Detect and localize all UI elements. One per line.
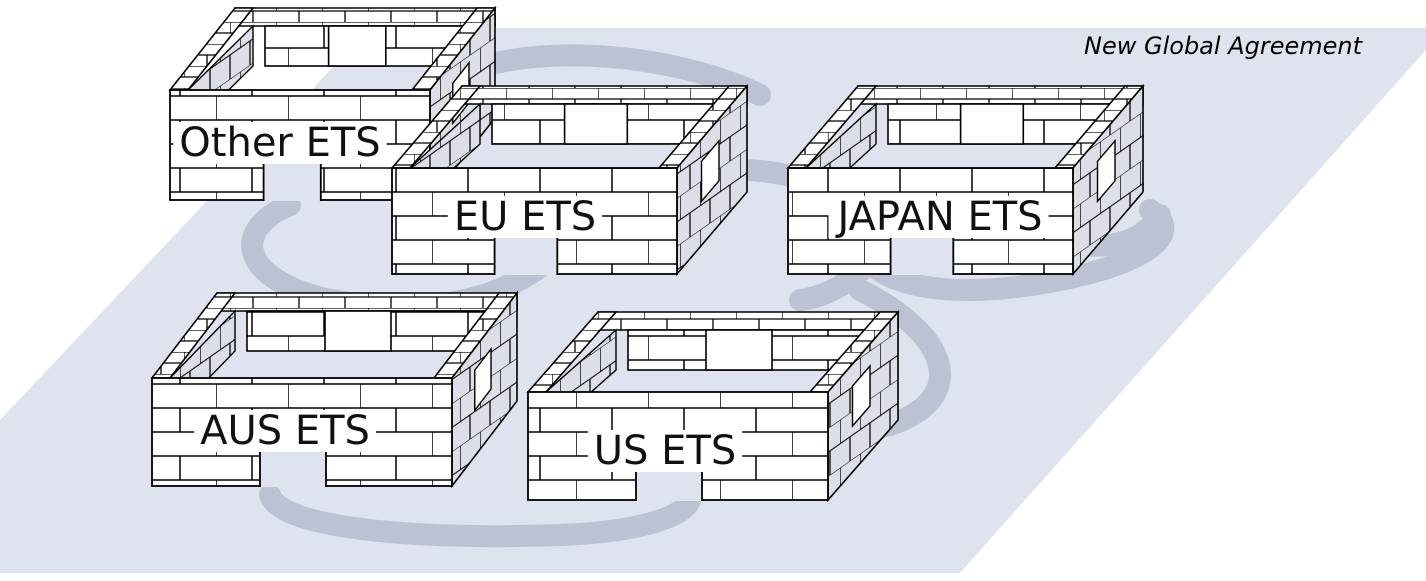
back-wall-opening [327,25,387,67]
ets-label-us: US ETS [594,428,736,474]
ets-enclosure-eu: EU ETS [390,83,749,277]
ets-enclosure-japan: JAPAN ETS [786,83,1145,277]
side-window [851,364,871,428]
ets-label-backing [447,196,603,238]
ets-enclosure-other: Other ETS [168,5,497,203]
back-wall-top [216,292,518,312]
ets-label-backing [828,196,1049,238]
side-window [1096,138,1116,204]
side-window [700,138,720,204]
ets-label-backing [173,122,387,164]
side-window [474,346,492,413]
ets-enclosure-aus: AUS ETS [150,290,519,489]
ets-enclosure-us: US ETS [526,309,900,503]
back-wall-opening [959,103,1025,145]
back-wall-opening [705,329,773,371]
back-wall-top [597,311,899,331]
back-wall-opening [324,310,392,352]
back-wall-top [857,85,1144,105]
ets-label-aus: AUS ETS [200,408,370,454]
ets-label-other: Other ETS [179,120,380,166]
ets-enclosures: Other ETS EU ETS JAPAN ETS AUS ETS US ETS [150,5,1145,503]
back-wall-opening [563,103,629,145]
ets-label-backing [194,410,376,452]
ets-label-eu: EU ETS [454,194,596,240]
ets-label-japan: JAPAN ETS [834,194,1042,240]
back-wall-top [461,85,748,105]
back-wall-top [234,7,496,27]
ets-label-backing [587,430,743,472]
agreement-title: New Global Agreement [1084,32,1364,60]
